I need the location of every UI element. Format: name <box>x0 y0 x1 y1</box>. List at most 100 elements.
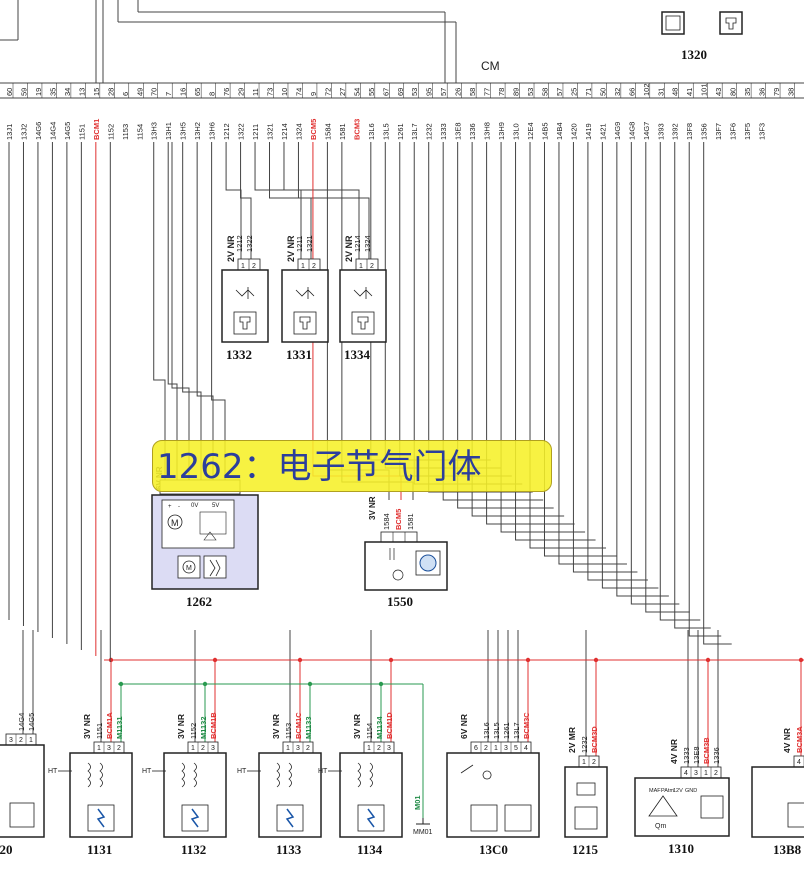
wire-label: BCM3D <box>590 726 599 753</box>
wire-label: BCM1A <box>105 712 114 739</box>
component-label-1331: 1331 <box>286 347 312 362</box>
callout-throttle-body: 1262：电子节气门体 <box>152 440 552 492</box>
wire-label: BCM5 <box>309 119 318 140</box>
wire-label: 13L5 <box>381 123 390 140</box>
connector-pin: 29 <box>237 88 246 96</box>
wire-label: 14G8 <box>627 122 636 140</box>
wire-label: 1212 <box>222 123 231 140</box>
connector-pin: 58 <box>468 88 477 96</box>
svg-text:3V NR: 3V NR <box>82 714 92 739</box>
svg-text:4: 4 <box>797 759 801 766</box>
svg-text:M: M <box>171 518 179 528</box>
component-label-1332: 1332 <box>226 347 252 362</box>
wire-label: 1421 <box>598 123 607 140</box>
wire-label: 1581 <box>406 513 415 530</box>
wire-label: 13L6 <box>482 722 491 739</box>
wire-label: 1214 <box>280 123 289 140</box>
wire-label: 13H6 <box>208 122 217 140</box>
wire-label: 13F7 <box>714 123 723 140</box>
connector-pin: 11 <box>251 88 260 96</box>
svg-text:MAF: MAF <box>649 788 661 794</box>
svg-text:5V: 5V <box>212 503 219 509</box>
wire-label: BCM1B <box>209 712 218 739</box>
wire-label: 1321 <box>305 235 314 252</box>
connector-pin: 19 <box>34 88 43 96</box>
svg-text:-: - <box>178 504 180 510</box>
svg-text:2V MR: 2V MR <box>567 727 577 753</box>
wire-label: BCM3A <box>795 726 804 753</box>
coil-icon <box>181 762 197 788</box>
connector-pin: 32 <box>613 88 622 96</box>
connector-pin: 78 <box>497 88 506 96</box>
svg-text:4: 4 <box>684 770 688 777</box>
ground-point-mm01: M01 MM01 <box>413 795 433 836</box>
component-label-1215: 1215 <box>572 842 599 857</box>
wire-label: 1393 <box>656 123 665 140</box>
svg-text:6: 6 <box>474 745 478 752</box>
component-120: 32114G414G5120 <box>0 713 45 857</box>
valve-icon <box>576 782 596 796</box>
connector-pin: 74 <box>294 88 303 96</box>
wire-label: 12E4 <box>526 122 535 140</box>
connector-pin: 71 <box>584 88 593 96</box>
wire-label: 1232 <box>580 736 589 753</box>
connector-pin: 95 <box>425 88 434 96</box>
connector-pin: 16 <box>179 88 188 96</box>
connector-pin: 26 <box>454 88 463 96</box>
wire-label: 1211 <box>295 236 304 252</box>
wire-label: 13F5 <box>743 123 752 140</box>
component-label-1320: 1320 <box>681 47 707 62</box>
svg-text:3: 3 <box>694 770 698 777</box>
svg-text:2: 2 <box>484 745 488 752</box>
svg-text:1: 1 <box>367 745 371 752</box>
wire-label: 14B4 <box>555 122 564 140</box>
wire-label: 1322 <box>245 235 254 252</box>
component-1320: 1320 <box>661 11 743 62</box>
svg-text:4V NR: 4V NR <box>782 728 792 753</box>
component-label-1134: 1134 <box>357 842 383 857</box>
connector-pin: 53 <box>410 88 419 96</box>
wire-label: 1392 <box>671 123 680 140</box>
wire-label: 1581 <box>338 123 347 140</box>
wire-label: 14G5 <box>27 713 36 731</box>
svg-text:M: M <box>186 565 192 572</box>
svg-text:2V NR: 2V NR <box>286 235 296 262</box>
component-label-1262: 1262 <box>186 594 212 609</box>
svg-text:GND: GND <box>685 788 697 794</box>
wire-label: 1212 <box>235 235 244 252</box>
motor-icon <box>167 514 183 530</box>
wire-label: M1134 <box>375 716 384 739</box>
svg-text:2: 2 <box>252 263 256 270</box>
wire-label: 1153 <box>284 723 293 739</box>
wire-label: 13F8 <box>685 123 694 140</box>
svg-text:2: 2 <box>592 759 596 766</box>
component-1262: M + - 0V 5V M 1262 <box>151 479 259 609</box>
connector-pin: 72 <box>323 88 332 96</box>
svg-text:1: 1 <box>97 745 101 752</box>
connector-pin: 57 <box>439 88 448 96</box>
svg-text:2V NR: 2V NR <box>226 235 236 262</box>
wire-label: BCM1 <box>92 119 101 140</box>
connector-pin: 35 <box>48 88 57 96</box>
wire-label: 1151 <box>77 124 86 140</box>
wire-label: 13H9 <box>497 122 506 140</box>
svg-text:3V NR: 3V NR <box>352 714 362 739</box>
wire-label: 1333 <box>682 747 691 764</box>
svg-text:1: 1 <box>494 745 498 752</box>
component-1550: 1550 3V NR <box>364 496 448 609</box>
spark-icon <box>190 808 200 828</box>
connector-pin: 67 <box>381 88 390 96</box>
svg-text:2: 2 <box>306 745 310 752</box>
wire-label: 1584 <box>323 123 332 140</box>
connector-pin: 54 <box>352 88 361 96</box>
fan-icon <box>419 554 437 572</box>
wire-label: 1153 <box>121 124 130 140</box>
wire-label: 13H5 <box>179 122 188 140</box>
connector-pin: 15 <box>92 88 101 96</box>
connector-pin: 36 <box>758 88 767 96</box>
connector-pin: 38 <box>787 88 796 96</box>
wire-label: 13E8 <box>692 746 701 764</box>
